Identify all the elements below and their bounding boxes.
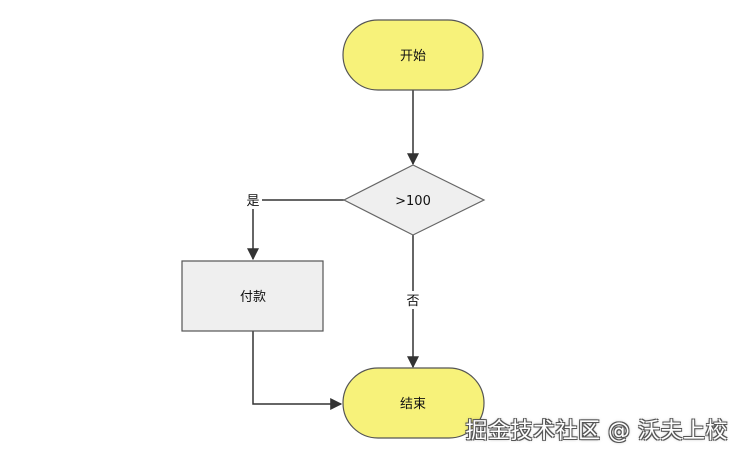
no-label-bg (404, 291, 422, 309)
watermark-text: 掘金技术社区 @ 沃夫上校 (465, 419, 728, 444)
end-node[interactable]: 结束 (342, 367, 485, 439)
pay-node-label: 付款 (240, 290, 266, 305)
end-node-label: 结束 (400, 397, 426, 412)
pay-node[interactable]: 付款 (181, 260, 324, 332)
edge-label-yes: 是 (246, 194, 259, 209)
start-node-label: 开始 (400, 49, 426, 64)
decision-node[interactable]: >100 (342, 164, 486, 236)
edge-decision-yes-to-pay (247, 199, 344, 261)
decision-node-label: >100 (395, 194, 431, 209)
start-node[interactable]: 开始 (342, 19, 484, 91)
edge-pay-to-end (252, 331, 343, 410)
edge-label-no: 否 (406, 294, 419, 309)
yes-label-bg (244, 191, 262, 209)
